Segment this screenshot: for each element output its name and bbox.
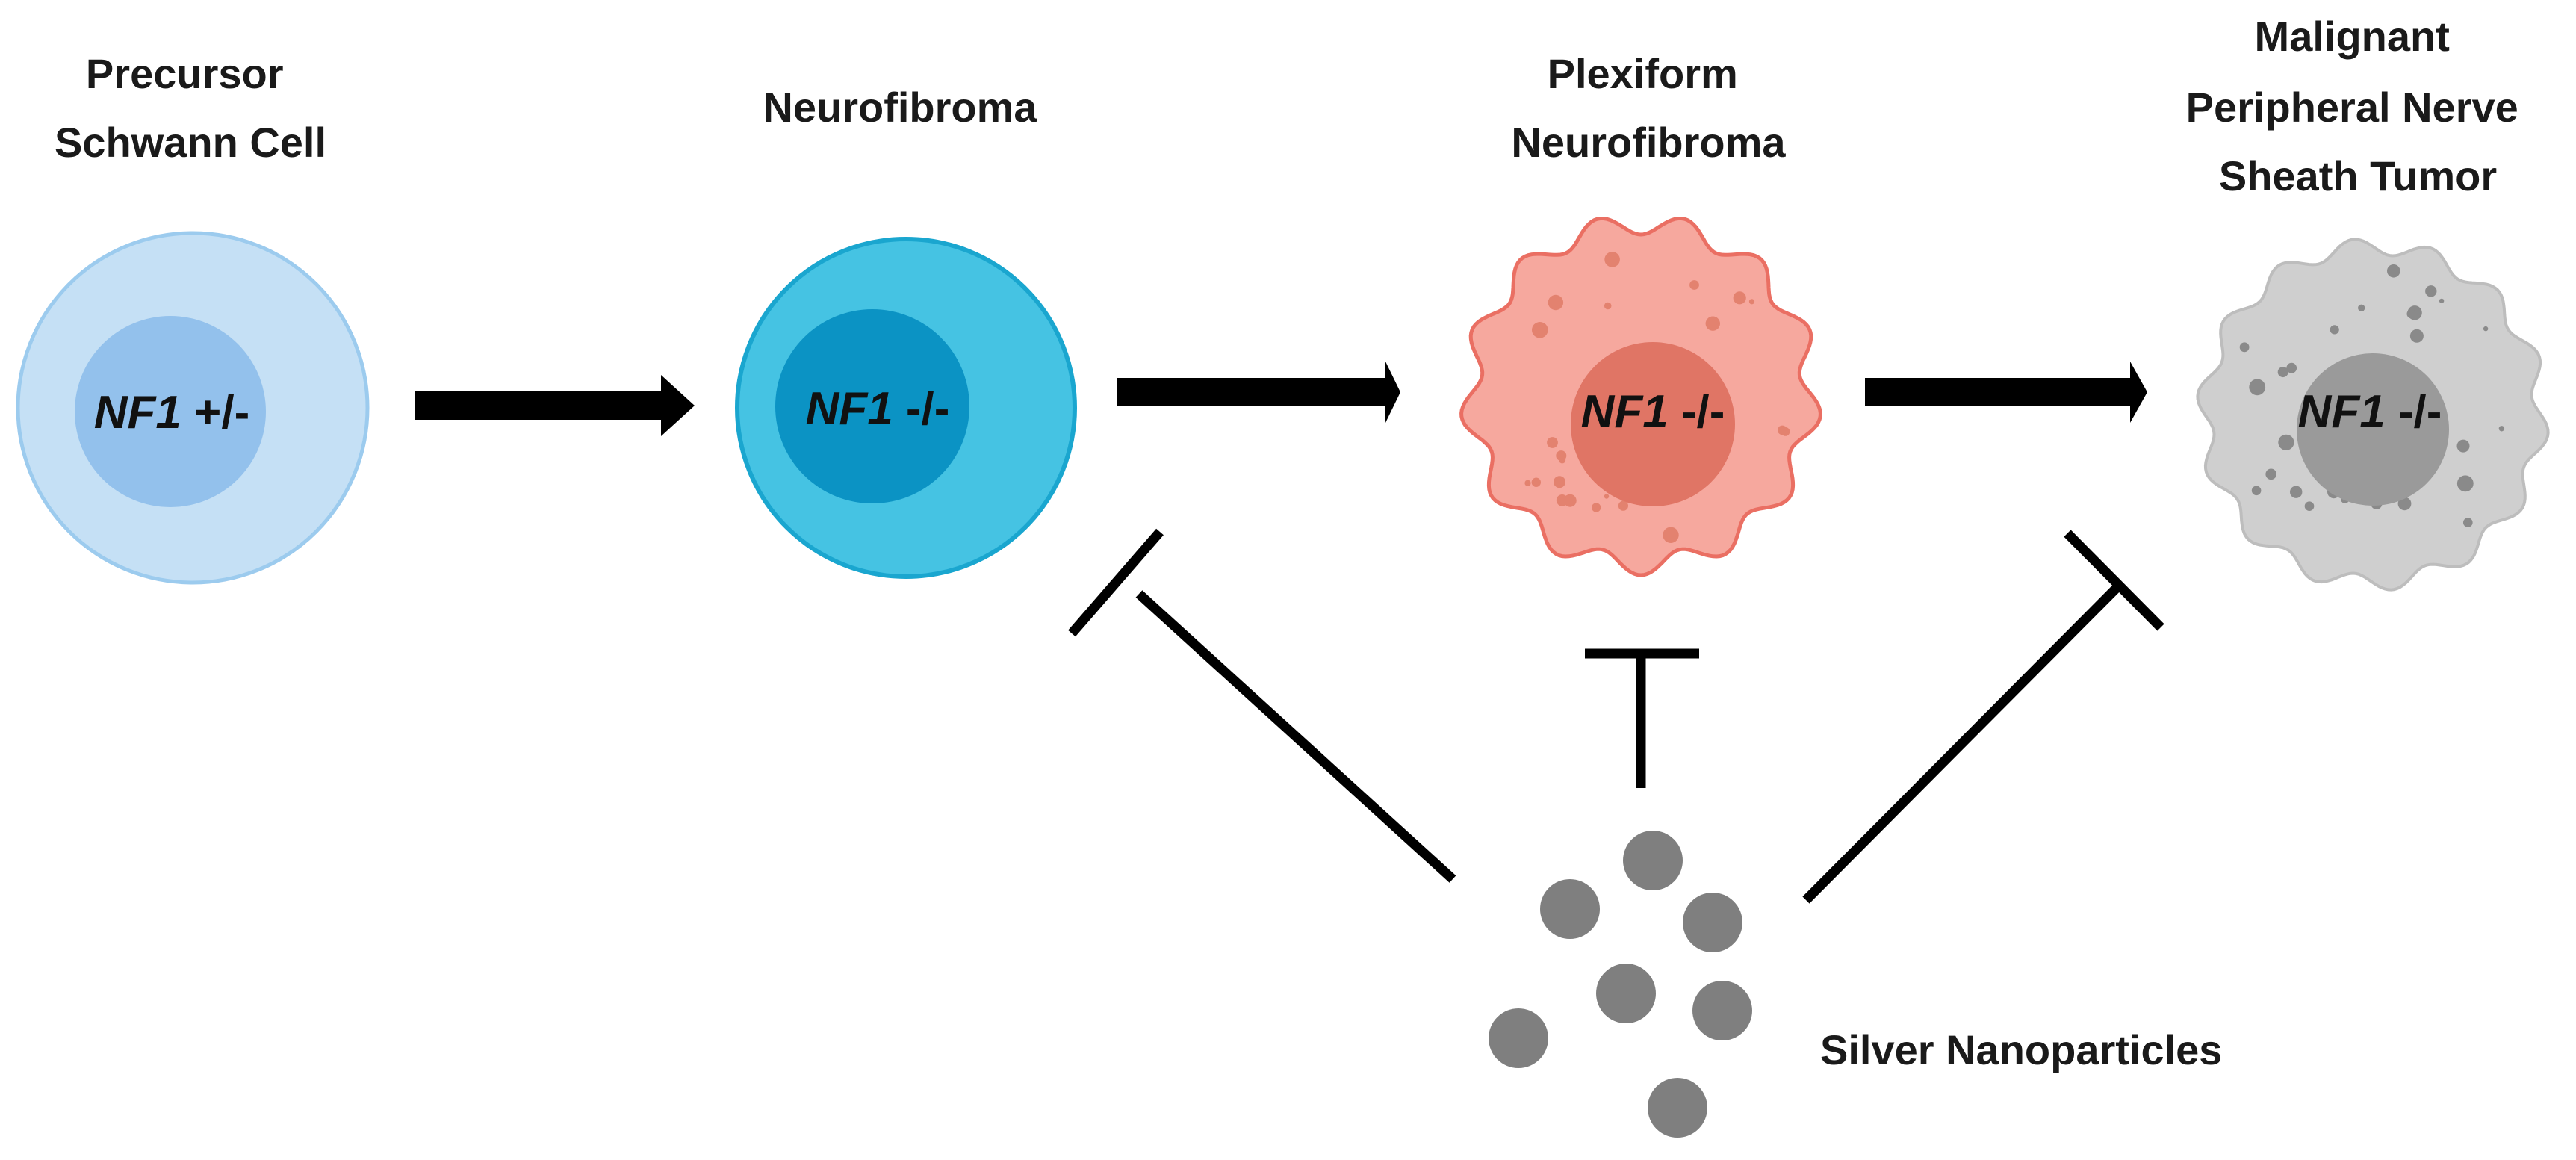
granule <box>2286 362 2297 373</box>
granule <box>2290 486 2303 498</box>
granule <box>2239 342 2250 353</box>
granule <box>2406 309 2416 319</box>
mpnst-genotype: NF1 -/- <box>2298 386 2442 438</box>
granule <box>1559 456 1566 464</box>
granule <box>2304 501 2315 511</box>
granule <box>2330 325 2339 335</box>
granule <box>1705 316 1720 331</box>
granule <box>1689 280 1699 290</box>
precursor-genotype: NF1 +/- <box>94 387 249 438</box>
granule <box>1524 480 1531 486</box>
inhibit-plexiform <box>1585 648 1699 788</box>
granule <box>2278 434 2294 450</box>
granule <box>2498 426 2505 432</box>
nanoparticle <box>1648 1078 1707 1138</box>
granule <box>2277 367 2288 378</box>
plexiform-cell-nucleus <box>1571 342 1735 506</box>
silver-nanoparticles <box>1489 831 1752 1138</box>
granule <box>2425 285 2437 297</box>
granule <box>2409 329 2424 343</box>
silver-nanoparticles-label: Silver Nanoparticles <box>1820 1026 2222 1073</box>
inhibit-neurofibroma <box>1068 528 1456 883</box>
inhibition-lines <box>1068 528 2164 904</box>
granule <box>1604 302 1612 310</box>
inhibit-mpnst <box>1802 530 2164 904</box>
mpnst-cell: NF1 -/- <box>2196 238 2550 592</box>
granule <box>1531 477 1541 487</box>
granule <box>2483 326 2489 332</box>
granule <box>1548 294 1564 311</box>
progression-arrow-2 <box>1117 362 1400 423</box>
granule <box>1778 425 1787 435</box>
granule <box>2249 379 2266 396</box>
progression-arrow-3 <box>1865 362 2147 423</box>
nanoparticle <box>1692 981 1752 1040</box>
neurofibroma-cell-nucleus <box>775 309 969 503</box>
nanoparticle <box>1596 964 1656 1023</box>
neurofibroma-cell: NF1 -/- <box>735 237 1077 579</box>
nanoparticle <box>1489 1008 1548 1068</box>
mpnst-title: Malignant Peripheral Nerve Sheath Tumor <box>2186 13 2530 199</box>
granule <box>2463 518 2473 527</box>
precursor-cell-nucleus <box>75 316 266 507</box>
granule <box>2251 486 2262 496</box>
precursor-cell: NF1 +/- <box>16 231 370 585</box>
granule <box>2387 264 2400 278</box>
mpnst-cell-nucleus <box>2297 353 2449 506</box>
granule <box>1547 437 1558 448</box>
neurofibroma-title: Neurofibroma <box>763 84 1037 131</box>
progression-arrows <box>415 362 2147 436</box>
granule <box>2456 475 2474 492</box>
granule <box>1592 503 1601 512</box>
granule <box>2439 298 2445 304</box>
granule <box>2456 439 2470 453</box>
granule <box>1532 322 1548 338</box>
granule <box>1554 476 1565 488</box>
granule <box>1663 527 1679 543</box>
plexiform-title: Plexiform Neurofibroma <box>1511 50 1786 166</box>
plexiform-genotype: NF1 -/- <box>1581 386 1725 438</box>
granule <box>2265 468 2276 480</box>
nanoparticle <box>1540 879 1600 939</box>
granule <box>1604 252 1620 267</box>
plexiform-cell: NF1 -/- <box>1459 217 1822 577</box>
granule <box>1733 291 1746 305</box>
nanoparticle <box>1623 831 1683 890</box>
precursor-title: Precursor Schwann Cell <box>55 50 326 166</box>
granule <box>1563 494 1577 507</box>
granule <box>1748 299 1755 305</box>
granule <box>1604 494 1610 499</box>
granule <box>2358 304 2365 311</box>
progression-arrow-1 <box>415 375 695 436</box>
granule <box>2397 497 2412 511</box>
neurofibroma-genotype: NF1 -/- <box>806 383 950 435</box>
nanoparticle <box>1683 893 1742 952</box>
